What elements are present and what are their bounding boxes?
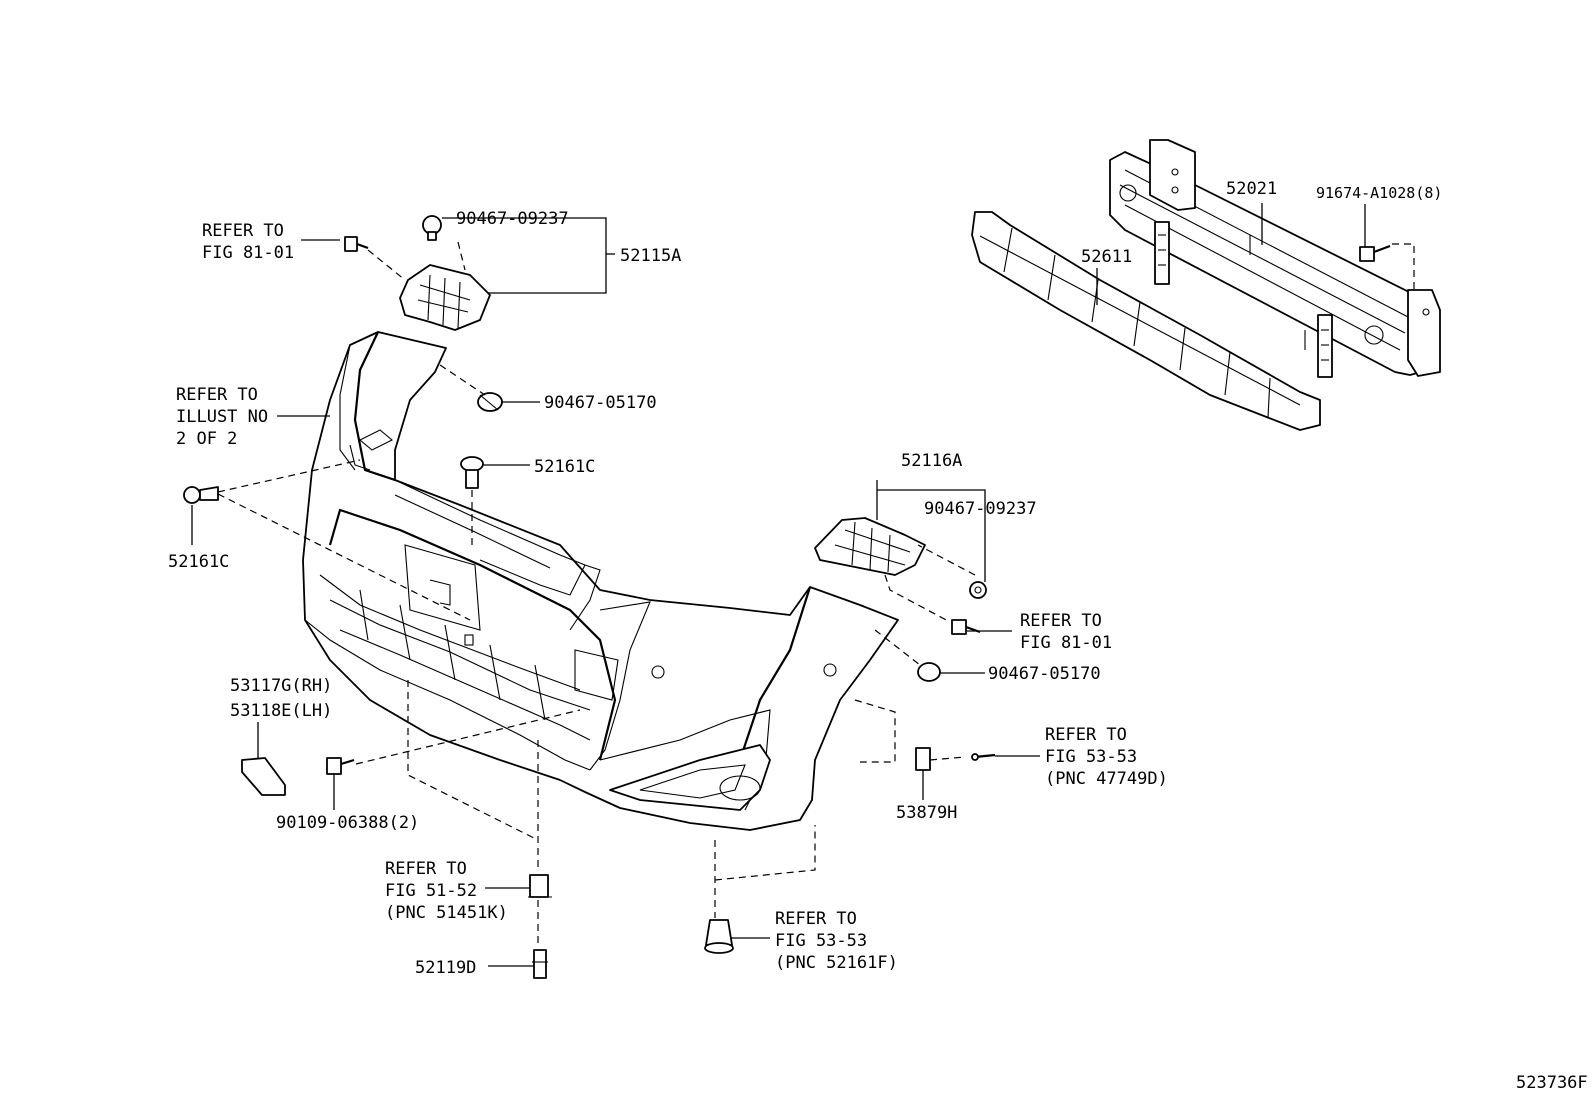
refer-label-line: REFER TO [775, 909, 857, 929]
part-number-52116A: 52116A [901, 451, 962, 471]
clip-icon [528, 874, 552, 898]
refer-label-line: FIG 81-01 [1020, 633, 1112, 653]
front-bumper-cover [302, 331, 899, 831]
screw-icon [532, 949, 548, 979]
clip-icon [704, 919, 734, 954]
svg-text:2 OF 2: 2 OF 2 [176, 429, 237, 449]
clip-icon [969, 581, 987, 599]
svg-text:REFER TO: REFER TO [1045, 725, 1127, 745]
refer-label-line: (PNC 51451K) [385, 903, 508, 923]
refer-label-line: FIG 51-52 [385, 881, 477, 901]
sensor-bracket-icon [915, 747, 996, 771]
part-number-90467-09237: 90467-09237 [924, 499, 1037, 519]
part-number-53118E: 53118E(LH) [230, 701, 332, 721]
svg-text:FIG 51-52: FIG 51-52 [385, 881, 477, 901]
svg-text:(PNC 51451K): (PNC 51451K) [385, 903, 508, 923]
bracket-52115A [399, 264, 491, 331]
part-number-91674-A1028: 91674-A1028(8) [1316, 184, 1442, 202]
svg-text:ILLUST NO: ILLUST NO [176, 407, 268, 427]
refer-label-line: 2 OF 2 [176, 429, 237, 449]
refer-label-line: REFER TO [202, 221, 284, 241]
part-number-52119D: 52119D [415, 958, 476, 978]
svg-text:REFER TO: REFER TO [202, 221, 284, 241]
svg-text:REFER TO: REFER TO [775, 909, 857, 929]
part-number-90467-09237: 90467-09237 [456, 209, 569, 229]
part-number-52021: 52021 [1226, 179, 1277, 199]
svg-text:FIG 81-01: FIG 81-01 [202, 243, 294, 263]
refer-label-line: REFER TO [385, 859, 467, 879]
part-number-53117G: 53117G(RH) [230, 676, 332, 696]
refer-label-line: REFER TO [1045, 725, 1127, 745]
clip-icon [183, 486, 219, 504]
part-number-90467-05170: 90467-05170 [544, 393, 657, 413]
part-number-90109-06388: 90109-06388(2) [276, 813, 419, 833]
refer-label-line: ILLUST NO [176, 407, 268, 427]
part-number-52161C: 52161C [168, 552, 229, 572]
screw-icon [951, 619, 981, 635]
svg-text:FIG 81-01: FIG 81-01 [1020, 633, 1112, 653]
refer-label-line: (PNC 47749D) [1045, 769, 1168, 789]
bolt-icon [1359, 244, 1391, 262]
screw-icon [326, 757, 355, 775]
refer-label-line: FIG 53-53 [1045, 747, 1137, 767]
svg-text:REFER TO: REFER TO [176, 385, 258, 405]
part-number-53879H: 53879H [896, 803, 957, 823]
diagram-id: 523736F [1516, 1073, 1588, 1093]
leader-lines [191, 203, 1366, 967]
clip-icon [460, 456, 484, 489]
refer-label-line: FIG 53-53 [775, 931, 867, 951]
svg-text:REFER TO: REFER TO [385, 859, 467, 879]
svg-text:(PNC 47749D): (PNC 47749D) [1045, 769, 1168, 789]
part-number-52611: 52611 [1081, 247, 1132, 267]
svg-text:FIG 53-53: FIG 53-53 [775, 931, 867, 951]
part-labels: REFER TO FIG 81-01 90467-09237 52115A RE… [168, 179, 1588, 1093]
refer-label-line: FIG 81-01 [202, 243, 294, 263]
hole-cover-icon [241, 757, 286, 796]
screw-icon [344, 236, 369, 252]
assembly-lines [217, 241, 1415, 948]
bumper-absorber-52611 [971, 211, 1321, 431]
clip-icon [477, 392, 503, 412]
svg-text:REFER TO: REFER TO [1020, 611, 1102, 631]
bumper-reinforcement-52021 [1109, 139, 1441, 378]
svg-text:FIG 53-53: FIG 53-53 [1045, 747, 1137, 767]
refer-label-line: (PNC 52161F) [775, 953, 898, 973]
clip-icon [917, 662, 941, 682]
svg-text:(PNC 52161F): (PNC 52161F) [775, 953, 898, 973]
part-number-52161C: 52161C [534, 457, 595, 477]
part-number-52115A: 52115A [620, 246, 681, 266]
refer-label-line: REFER TO [176, 385, 258, 405]
refer-label-line: REFER TO [1020, 611, 1102, 631]
clip-icon [422, 215, 442, 241]
part-number-90467-05170: 90467-05170 [988, 664, 1101, 684]
bracket-52116A [814, 517, 926, 576]
